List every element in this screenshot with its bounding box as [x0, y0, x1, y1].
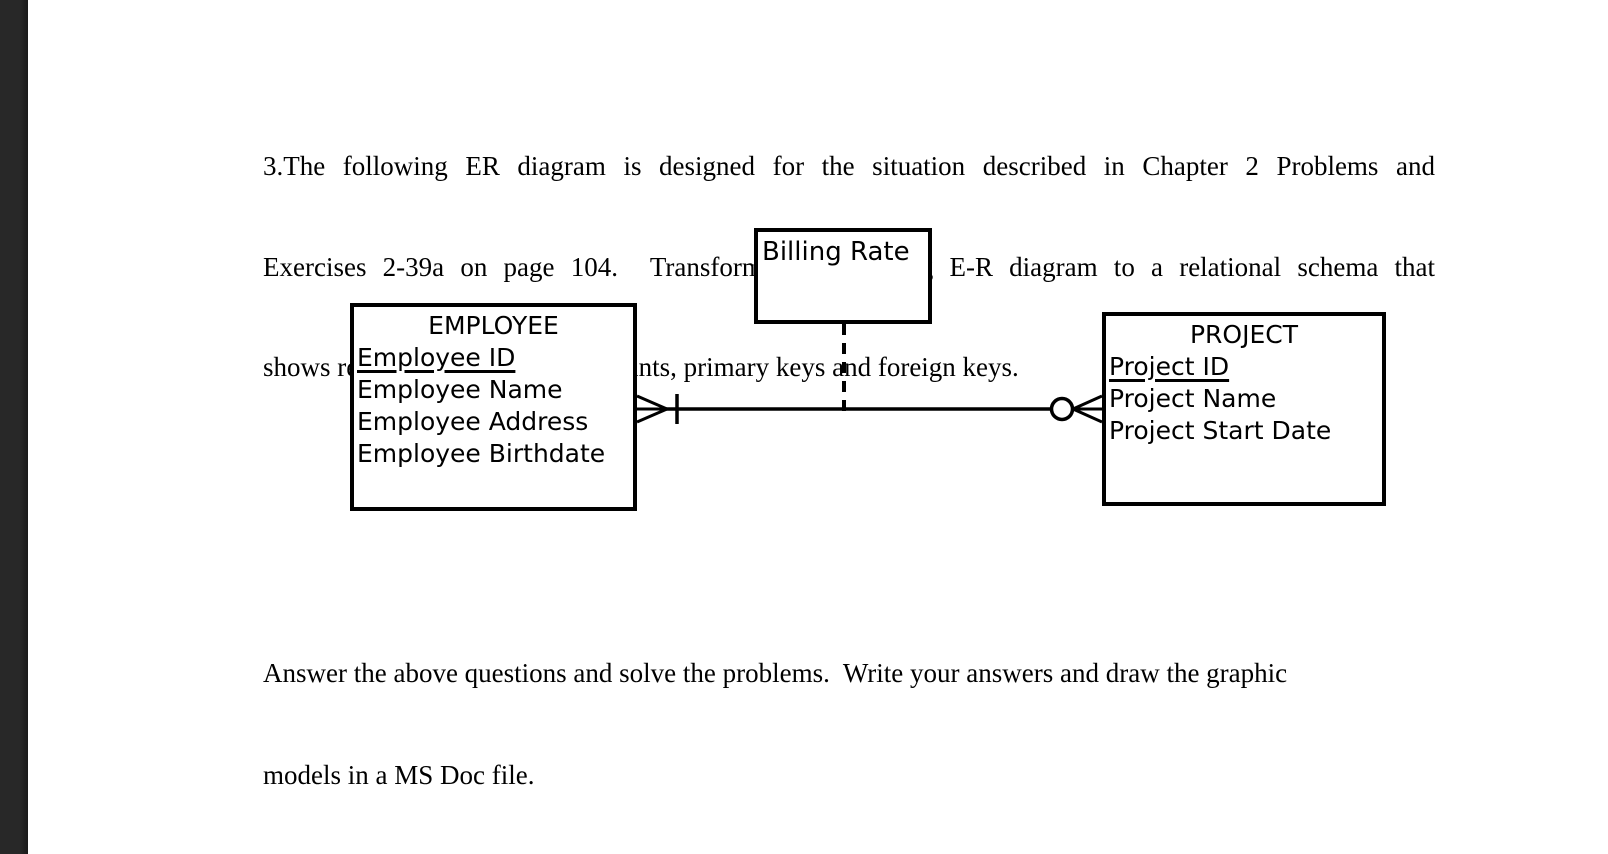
problem-statement: 3.The following ER diagram is designed f… [263, 83, 1435, 452]
billing-rate-label: Billing Rate [762, 237, 910, 267]
project-entity-title: PROJECT [1189, 320, 1299, 349]
employee-attribute-row: Employee ID [354, 342, 633, 374]
instructions-line-1: Answer the above questions and solve the… [263, 658, 1288, 688]
project-primary-key-attribute: Project ID [1109, 352, 1230, 381]
project-attribute-row: Project Start Date [1109, 416, 1332, 445]
employee-primary-key-attribute: Employee ID [357, 343, 516, 372]
employee-attribute-row: Employee Name [357, 375, 563, 404]
employee-attribute-row: Employee Birthdate [357, 439, 606, 468]
instructions-line-2: models in a MS Doc file. [263, 760, 535, 790]
employee-attribute-row: Employee Address [357, 407, 589, 436]
left-edge-bar [0, 0, 28, 854]
instructions-paragraph: Answer the above questions and solve the… [263, 588, 1435, 854]
employee-entity-box: EMPLOYEE Employee ID Employee Name Emplo… [350, 303, 637, 511]
employee-entity-title: EMPLOYEE [428, 311, 559, 340]
project-attribute-row: Project ID [1106, 351, 1382, 383]
problem-statement-line-1: 3.The following ER diagram is designed f… [263, 151, 1435, 181]
project-attribute-row: Project Name [1109, 384, 1277, 413]
project-entity-box: PROJECT Project ID Project Name Project … [1102, 312, 1386, 506]
billing-rate-attribute-box: Billing Rate [754, 228, 932, 324]
